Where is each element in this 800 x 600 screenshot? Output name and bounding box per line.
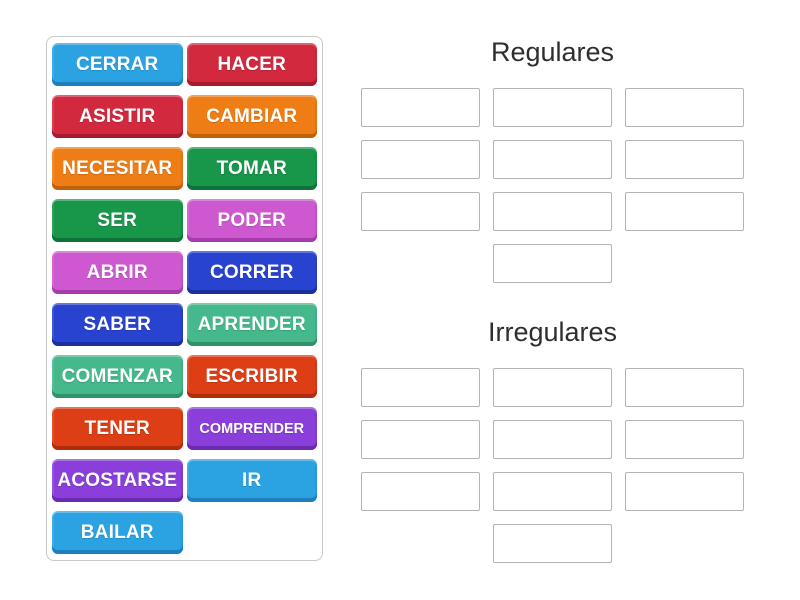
word-tile[interactable]: COMPRENDER: [186, 407, 317, 450]
group-slots-regulares: [361, 88, 744, 283]
word-tile[interactable]: IR: [186, 459, 317, 502]
word-tile-label: HACER: [217, 53, 287, 75]
drop-slot[interactable]: [493, 472, 612, 511]
word-tile[interactable]: NECESITAR: [52, 147, 183, 190]
word-tile[interactable]: TOMAR: [186, 147, 317, 190]
drop-slot[interactable]: [361, 420, 480, 459]
drop-slot[interactable]: [493, 420, 612, 459]
drop-slot[interactable]: [493, 140, 612, 179]
word-tile[interactable]: SER: [52, 199, 183, 242]
word-tile[interactable]: ESCRIBIR: [186, 355, 317, 398]
drop-slot[interactable]: [493, 192, 612, 231]
group-irregulares: Irregulares: [361, 312, 744, 563]
word-tile-label: COMENZAR: [61, 365, 173, 387]
word-tile-label: TOMAR: [216, 157, 287, 179]
word-tile[interactable]: SABER: [52, 303, 183, 346]
word-tile-label: APRENDER: [197, 313, 306, 335]
word-tile-label: CAMBIAR: [206, 105, 298, 127]
word-tile-label: COMPRENDER: [199, 420, 305, 437]
drop-slot[interactable]: [625, 88, 744, 127]
drop-slot[interactable]: [493, 244, 612, 283]
drop-slot[interactable]: [361, 368, 480, 407]
word-tile[interactable]: HACER: [186, 43, 317, 86]
word-bank-tiles: CERRAR ASISTIR NECESITAR SER ABRIR SABER COMEN…: [52, 43, 317, 554]
word-tile[interactable]: ABRIR: [52, 251, 183, 294]
word-tile-label: CERRAR: [76, 53, 159, 75]
word-tile-label: ESCRIBIR: [205, 365, 298, 387]
group-regulares: Regulares: [361, 32, 744, 283]
group-title-regulares: Regulares: [490, 37, 615, 67]
group-slots-irregulares: [361, 368, 744, 563]
word-tile[interactable]: CERRAR: [52, 43, 183, 86]
drop-slot[interactable]: [361, 472, 480, 511]
word-bank: CERRAR ASISTIR NECESITAR SER ABRIR SABER COMEN…: [46, 36, 323, 561]
word-tile-label: BAILAR: [80, 521, 154, 543]
drop-slot[interactable]: [625, 368, 744, 407]
drop-slot[interactable]: [493, 368, 612, 407]
drop-slot[interactable]: [361, 140, 480, 179]
drop-slot[interactable]: [493, 524, 612, 563]
drop-slot[interactable]: [625, 192, 744, 231]
word-tile-label: ABRIR: [86, 261, 148, 283]
word-tile[interactable]: APRENDER: [186, 303, 317, 346]
drop-slot[interactable]: [625, 140, 744, 179]
word-tile-label: ACOSTARSE: [57, 469, 178, 491]
word-tile[interactable]: PODER: [186, 199, 317, 242]
word-tile-label: SER: [97, 209, 138, 231]
word-tile-label: TENER: [84, 417, 150, 439]
drop-slot[interactable]: [493, 88, 612, 127]
word-tile-label: PODER: [217, 209, 287, 231]
word-tile-label: ASISTIR: [79, 105, 156, 127]
word-tile-label: CORRER: [209, 261, 294, 283]
word-tile[interactable]: CORRER: [186, 251, 317, 294]
word-tile[interactable]: TENER: [52, 407, 183, 450]
drop-slot[interactable]: [625, 420, 744, 459]
word-tile[interactable]: ASISTIR: [52, 95, 183, 138]
word-tile[interactable]: BAILAR: [52, 511, 183, 554]
word-tile-label: IR: [242, 469, 262, 491]
word-tile-label: SABER: [83, 313, 151, 335]
word-tile[interactable]: COMENZAR: [52, 355, 183, 398]
word-tile[interactable]: ACOSTARSE: [52, 459, 183, 502]
word-tile-label: NECESITAR: [62, 157, 173, 179]
drop-slot[interactable]: [625, 472, 744, 511]
word-tile[interactable]: CAMBIAR: [186, 95, 317, 138]
drop-slot[interactable]: [361, 192, 480, 231]
drop-slot[interactable]: [361, 88, 480, 127]
group-title-irregulares: Irregulares: [487, 317, 618, 347]
